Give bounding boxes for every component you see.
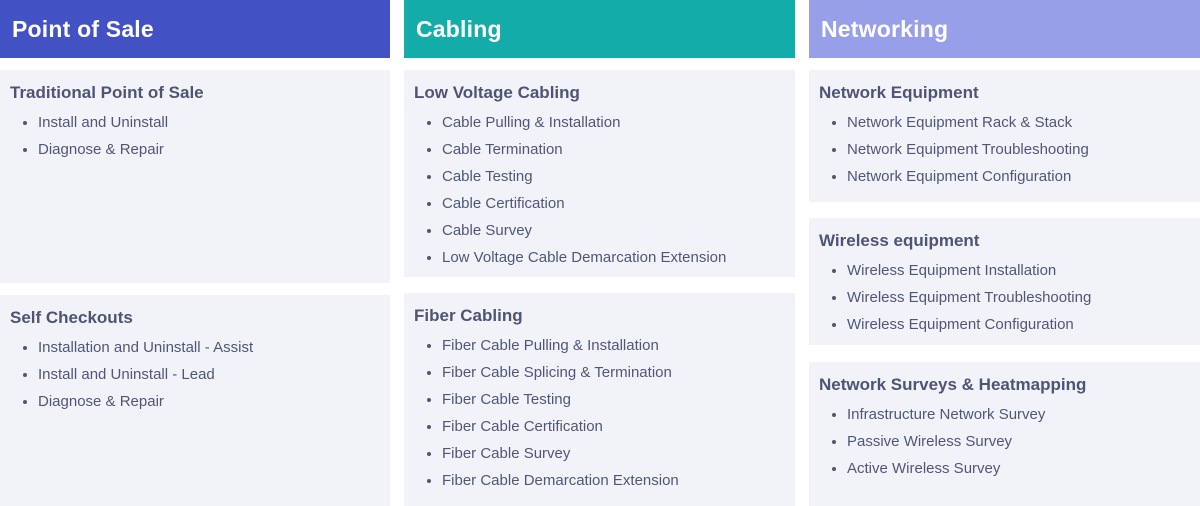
service-card: Self CheckoutsInstallation and Uninstall…: [0, 295, 390, 506]
list-item: Low Voltage Cable Demarcation Extension: [442, 248, 781, 267]
service-list: Install and UninstallDiagnose & Repair: [10, 113, 376, 159]
list-item: Install and Uninstall - Lead: [38, 365, 376, 384]
list-item: Fiber Cable Demarcation Extension: [442, 471, 781, 490]
card-title: Fiber Cabling: [414, 306, 523, 325]
list-item: Fiber Cable Testing: [442, 390, 781, 409]
card-title: Wireless equipment: [819, 231, 980, 250]
service-list: Cable Pulling & InstallationCable Termin…: [414, 113, 781, 267]
category-title: Networking: [821, 15, 949, 42]
list-item: Cable Certification: [442, 194, 781, 213]
list-item: Fiber Cable Splicing & Termination: [442, 363, 781, 382]
service-list: Network Equipment Rack & StackNetwork Eq…: [819, 113, 1186, 186]
service-card: Traditional Point of SaleInstall and Uni…: [0, 70, 390, 283]
card-title: Network Equipment: [819, 83, 979, 102]
service-card: Fiber CablingFiber Cable Pulling & Insta…: [404, 293, 795, 506]
category-title: Point of Sale: [12, 15, 154, 42]
list-item: Fiber Cable Pulling & Installation: [442, 336, 781, 355]
list-item: Cable Testing: [442, 167, 781, 186]
card-title: Network Surveys & Heatmapping: [819, 375, 1087, 394]
list-item: Wireless Equipment Configuration: [847, 315, 1186, 334]
list-item: Cable Pulling & Installation: [442, 113, 781, 132]
list-item: Fiber Cable Certification: [442, 417, 781, 436]
category-header: Point of Sale: [0, 0, 390, 58]
service-card: Low Voltage CablingCable Pulling & Insta…: [404, 70, 795, 277]
category-header: Cabling: [404, 0, 795, 58]
list-item: Passive Wireless Survey: [847, 432, 1186, 451]
list-item: Fiber Cable Survey: [442, 444, 781, 463]
list-item: Active Wireless Survey: [847, 459, 1186, 478]
service-card: Network Surveys & HeatmappingInfrastruct…: [809, 362, 1200, 506]
list-item: Diagnose & Repair: [38, 140, 376, 159]
service-card: Network EquipmentNetwork Equipment Rack …: [809, 70, 1200, 202]
card-title: Traditional Point of Sale: [10, 83, 204, 102]
card-title: Self Checkouts: [10, 308, 133, 327]
list-item: Installation and Uninstall - Assist: [38, 338, 376, 357]
service-card: Wireless equipmentWireless Equipment Ins…: [809, 218, 1200, 345]
list-item: Wireless Equipment Troubleshooting: [847, 288, 1186, 307]
service-list: Infrastructure Network SurveyPassive Wir…: [819, 405, 1186, 478]
service-list: Installation and Uninstall - AssistInsta…: [10, 338, 376, 411]
list-item: Cable Termination: [442, 140, 781, 159]
list-item: Infrastructure Network Survey: [847, 405, 1186, 424]
list-item: Cable Survey: [442, 221, 781, 240]
list-item: Wireless Equipment Installation: [847, 261, 1186, 280]
category-header: Networking: [809, 0, 1200, 58]
service-list: Wireless Equipment InstallationWireless …: [819, 261, 1186, 334]
card-title: Low Voltage Cabling: [414, 83, 580, 102]
list-item: Diagnose & Repair: [38, 392, 376, 411]
list-item: Network Equipment Troubleshooting: [847, 140, 1186, 159]
category-title: Cabling: [416, 15, 502, 42]
service-list: Fiber Cable Pulling & InstallationFiber …: [414, 336, 781, 490]
list-item: Install and Uninstall: [38, 113, 376, 132]
list-item: Network Equipment Configuration: [847, 167, 1186, 186]
list-item: Network Equipment Rack & Stack: [847, 113, 1186, 132]
